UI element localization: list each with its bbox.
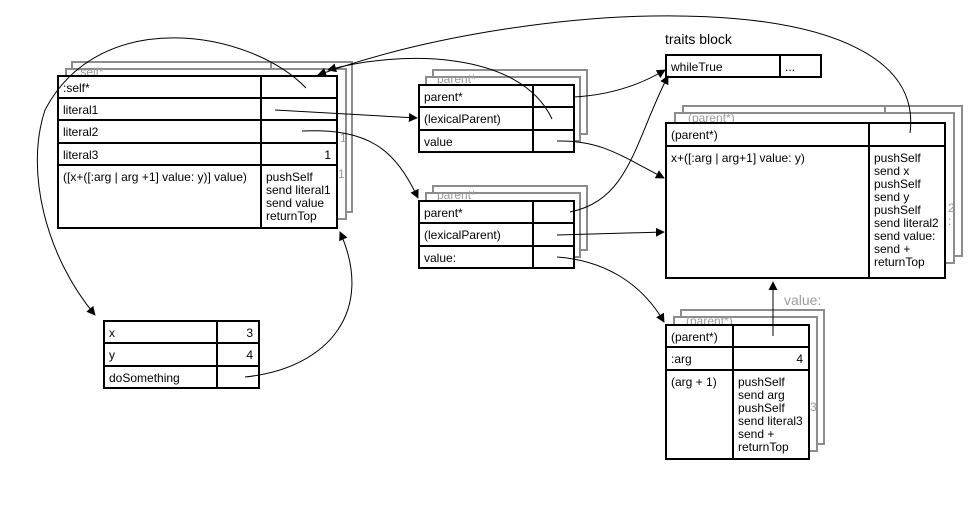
ghost-digit: 2	[948, 201, 955, 215]
slot-literal1: literal1	[63, 103, 99, 117]
bytecode: returnTop	[874, 255, 925, 269]
bytecode: send literal1	[266, 183, 331, 197]
bytecode: send literal2	[874, 216, 939, 230]
ghost-digit: 1	[340, 131, 347, 145]
ghost-colon: :	[948, 214, 951, 228]
slot-value-colon: value:	[424, 251, 456, 265]
traits-block-box	[665, 54, 822, 78]
value-x: 3	[246, 326, 253, 340]
slot-y: y	[109, 348, 115, 362]
method-source: ([x+([:arg | arg +1] value: y)] value)	[63, 170, 247, 184]
value-y: 4	[246, 348, 253, 362]
slot-lexical-parent: (lexicalParent)	[424, 228, 501, 242]
arrow-lexical-parent-to-outer-method	[556, 227, 665, 237]
method-box	[57, 75, 338, 229]
traits-block: traits block whileTrue ...	[665, 31, 822, 78]
bytecode: send x	[874, 164, 909, 178]
value-colon-block-object: parent* parent* (lexicalParent) value:	[418, 185, 588, 269]
traits-block-title: traits block	[665, 31, 733, 47]
bytecode: pushSelf	[874, 177, 921, 191]
bytecode: send value	[266, 196, 324, 210]
bytecode: send value:	[874, 229, 935, 243]
inner-block-method-object: (parent*) 3 (parent*) :arg 4 (arg + 1) p…	[665, 309, 825, 460]
bytecode: send +	[738, 427, 774, 441]
ghost-parent-label: parent*	[437, 72, 476, 86]
bytecode: pushSelf	[874, 151, 921, 165]
arrow-parent-to-traits	[569, 75, 669, 213]
arrow-outer-parent-to-method	[317, 15, 912, 134]
ghost-parent-label: parent*	[437, 188, 476, 202]
arrow-literal2-to-value-colon-block	[301, 130, 419, 199]
slot-parent: (parent*)	[671, 128, 718, 142]
outer-method-source: x+([:arg | arg+1] value: y)	[671, 151, 805, 165]
bytecode: pushSelf	[738, 375, 785, 389]
slot-parent: parent*	[424, 90, 463, 104]
slot-parent: parent*	[424, 206, 463, 220]
literal3-value: 1	[324, 148, 331, 162]
arrow-value-colon-to-inner-method	[556, 256, 665, 323]
slot-literal3: literal3	[63, 148, 99, 162]
value-block-object: parent* parent* (lexicalParent) value	[418, 69, 588, 153]
outer-block-method-object: (parent*) 2 : (parent*) x+([:arg | arg+1…	[665, 105, 963, 279]
value-block-box	[418, 84, 575, 153]
arg-value: 4	[796, 352, 803, 366]
pointer-arrows	[36, 15, 912, 378]
slot-whiletrue: whileTrue	[670, 60, 723, 74]
slot-self: :self*	[63, 81, 90, 95]
ghost-parent-label: (parent*)	[688, 111, 735, 125]
slot-more: ...	[785, 60, 795, 74]
bytecode: send +	[874, 242, 910, 256]
context-box	[103, 320, 260, 389]
bytecode: returnTop	[266, 209, 317, 223]
value-message-label: value:	[784, 292, 821, 308]
bytecode: pushSelf	[874, 203, 921, 217]
arrow-literal1-to-value-block	[274, 109, 418, 123]
bytecode: send arg	[738, 388, 785, 402]
bytecode: send literal3	[738, 414, 803, 428]
slot-arg: :arg	[671, 352, 692, 366]
arrow-parent-to-traits	[573, 69, 666, 98]
outer-method-box	[665, 122, 946, 279]
ghost-digit: 3	[810, 400, 817, 414]
context-object: x 3 y 4 doSomething	[103, 320, 260, 389]
bytecode: returnTop	[738, 440, 789, 454]
value-colon-block-box	[418, 200, 575, 269]
slot-lexical-parent: (lexicalParent)	[424, 112, 501, 126]
arrow-self-to-context	[36, 37, 307, 316]
inner-method-source: (arg + 1)	[671, 375, 717, 389]
arrow-lexical-parent-to-method	[327, 57, 553, 120]
slot-literal2: literal2	[63, 125, 99, 139]
bytecode: pushSelf	[266, 170, 313, 184]
bytecode: send y	[874, 190, 909, 204]
ghost-digit: 1	[338, 167, 345, 181]
slot-value: value	[424, 135, 453, 149]
arrow-dosomething-to-method	[244, 231, 353, 378]
bytecode: pushSelf	[738, 401, 785, 415]
slot-dosomething: doSomething	[109, 371, 180, 385]
slot-x: x	[109, 326, 115, 340]
arrow-value-to-outer-method	[556, 140, 665, 179]
method-object: :self* 1 1 :self* literal1 literal2 lite…	[57, 61, 353, 229]
slot-parent: (parent*)	[671, 330, 718, 344]
